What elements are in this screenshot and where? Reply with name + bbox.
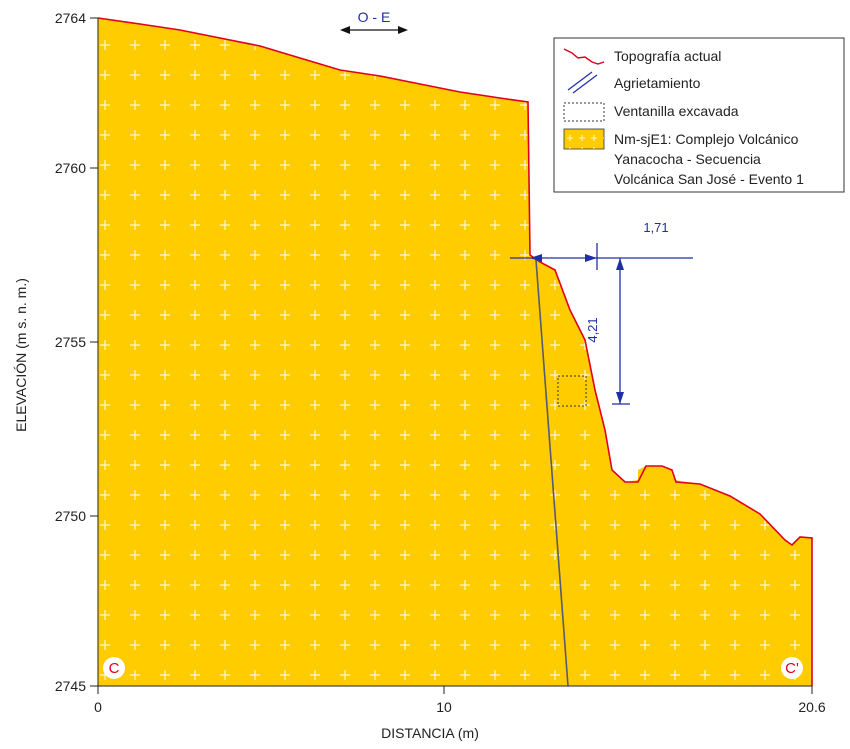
axes <box>90 17 813 694</box>
x-tick-label: 20.6 <box>798 699 825 715</box>
legend-topography-symbol <box>563 48 605 65</box>
legend-unit-line-3: Volcánica San José - Evento 1 <box>614 171 804 187</box>
legend-unit-line-1: Nm-sjE1: Complejo Volcánico <box>614 131 799 147</box>
x-tick-label: 0 <box>94 699 102 715</box>
legend-unit-line-2: Yanacocha - Secuencia <box>614 151 761 167</box>
measurement-horizontal: 1,71 <box>643 220 668 235</box>
excavated-window <box>557 375 587 407</box>
x-tick-label: 10 <box>436 699 452 715</box>
endpoint-marker-right: C' <box>781 657 803 679</box>
x-axis-label: DISTANCIA (m) <box>381 725 479 741</box>
y-tick-label: 2760 <box>55 160 86 176</box>
endpoint-marker-left: C <box>103 657 125 679</box>
y-tick-label: 2750 <box>55 508 86 524</box>
endpoint-label-left: C <box>109 660 120 677</box>
y-axis-label: ELEVACIÓN (m s. n. m.) <box>13 278 29 432</box>
direction-arrow <box>340 26 408 34</box>
y-tick-label: 2764 <box>55 10 86 26</box>
direction-label: O - E <box>358 9 391 25</box>
crack-line <box>535 259 569 687</box>
legend-topography-label: Topografía actual <box>614 48 721 64</box>
y-tick-label: 2755 <box>55 334 86 350</box>
legend-crack-symbol <box>567 71 598 94</box>
legend-window-label: Ventanilla excavada <box>614 103 739 119</box>
legend-crack-label: Agrietamiento <box>614 75 701 91</box>
endpoint-label-right: C' <box>785 660 799 677</box>
measurement-vertical: 4,21 <box>585 317 600 342</box>
legend-window-symbol <box>563 102 605 122</box>
dimension-horizontal <box>510 243 693 405</box>
y-tick-label: 2745 <box>55 678 86 694</box>
topography-line <box>97 17 813 686</box>
legend: Topografía actual Agrietamiento Ventanil… <box>553 37 845 193</box>
